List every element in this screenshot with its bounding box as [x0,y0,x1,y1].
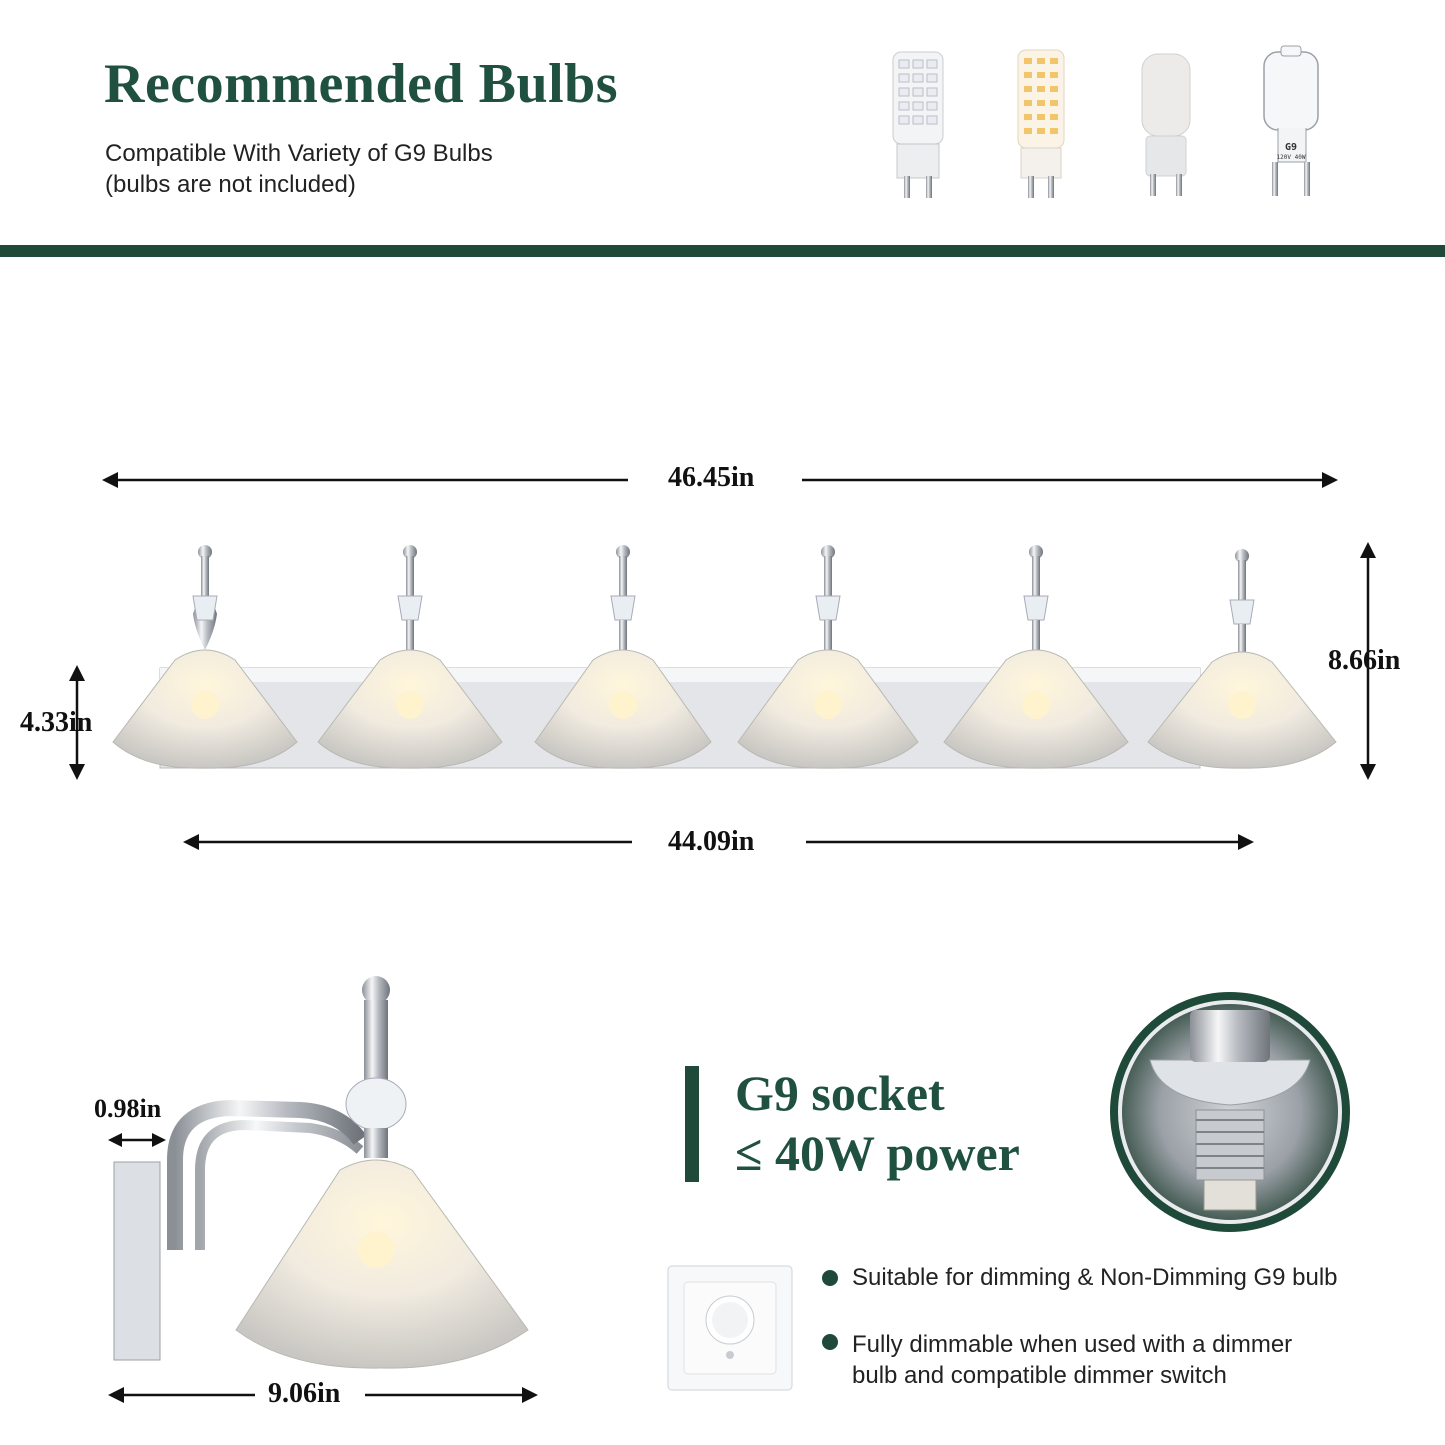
extension-label: 9.06in [268,1378,341,1409]
fixture-shades [112,545,1337,769]
subtitle-line-2: (bulbs are not included) [105,171,356,198]
backplate-height-label: 4.33in [20,707,93,738]
spec-accent-bar [685,1066,699,1182]
shade-4 [737,545,919,769]
side-arm [167,1099,367,1250]
shade-6 [1147,549,1337,769]
backplate-height-arrow [69,665,85,780]
feature-line-1: Fully dimmable when used with a dimmer [852,1331,1293,1358]
shade-2 [317,545,503,769]
bullet-dot [822,1270,838,1286]
overall-width-label: 46.45in [668,462,755,493]
g9-socket-closeup-image [1110,992,1350,1232]
dimmer-switch-image [667,1265,793,1391]
spec-block: G9 socket ≤ 40W power [735,1063,1020,1183]
section-divider [0,245,1445,257]
bullet-dot [822,1334,838,1350]
shade-5 [943,545,1129,769]
g9-led-bulb-warm-icon [1017,49,1065,198]
shade-1 [112,545,298,769]
side-backplate [113,1161,161,1361]
feature-dimming-compat: Suitable for dimming & Non-Dimming G9 bu… [852,1264,1338,1291]
shade-3 [534,545,712,769]
side-view-fixture [108,976,538,1403]
subtitle-line-1: Compatible With Variety of G9 Bulbs [105,140,493,167]
feature-fully-dimmable: Fully dimmable when used with a dimmer b… [852,1329,1292,1391]
g9-frosted-led-bulb-icon [1141,53,1191,196]
halogen-label-g9: G9 [1285,142,1297,153]
overall-height-arrow [1360,542,1376,780]
backplate-width-label: 44.09in [668,826,755,857]
page-title: Recommended Bulbs [104,53,619,115]
feature-line-2: bulb and compatible dimmer switch [852,1362,1227,1389]
overall-width-arrow [102,472,1338,488]
backplate-width-arrow [183,834,1254,850]
subtitle: Compatible With Variety of G9 Bulbs (bul… [105,138,493,200]
extension-arrow [108,1387,538,1403]
overall-height-label: 8.66in [1328,645,1401,676]
power-spec: ≤ 40W power [735,1125,1020,1181]
socket-spec: G9 socket [735,1065,945,1121]
depth-arrow [108,1133,166,1147]
g9-led-bulb-cool-icon [892,51,944,198]
halogen-label-rating: 120V 40W [1277,154,1306,161]
g9-halogen-bulb-icon: G9 120V 40W [1263,45,1319,196]
depth-label: 0.98in [94,1094,162,1123]
